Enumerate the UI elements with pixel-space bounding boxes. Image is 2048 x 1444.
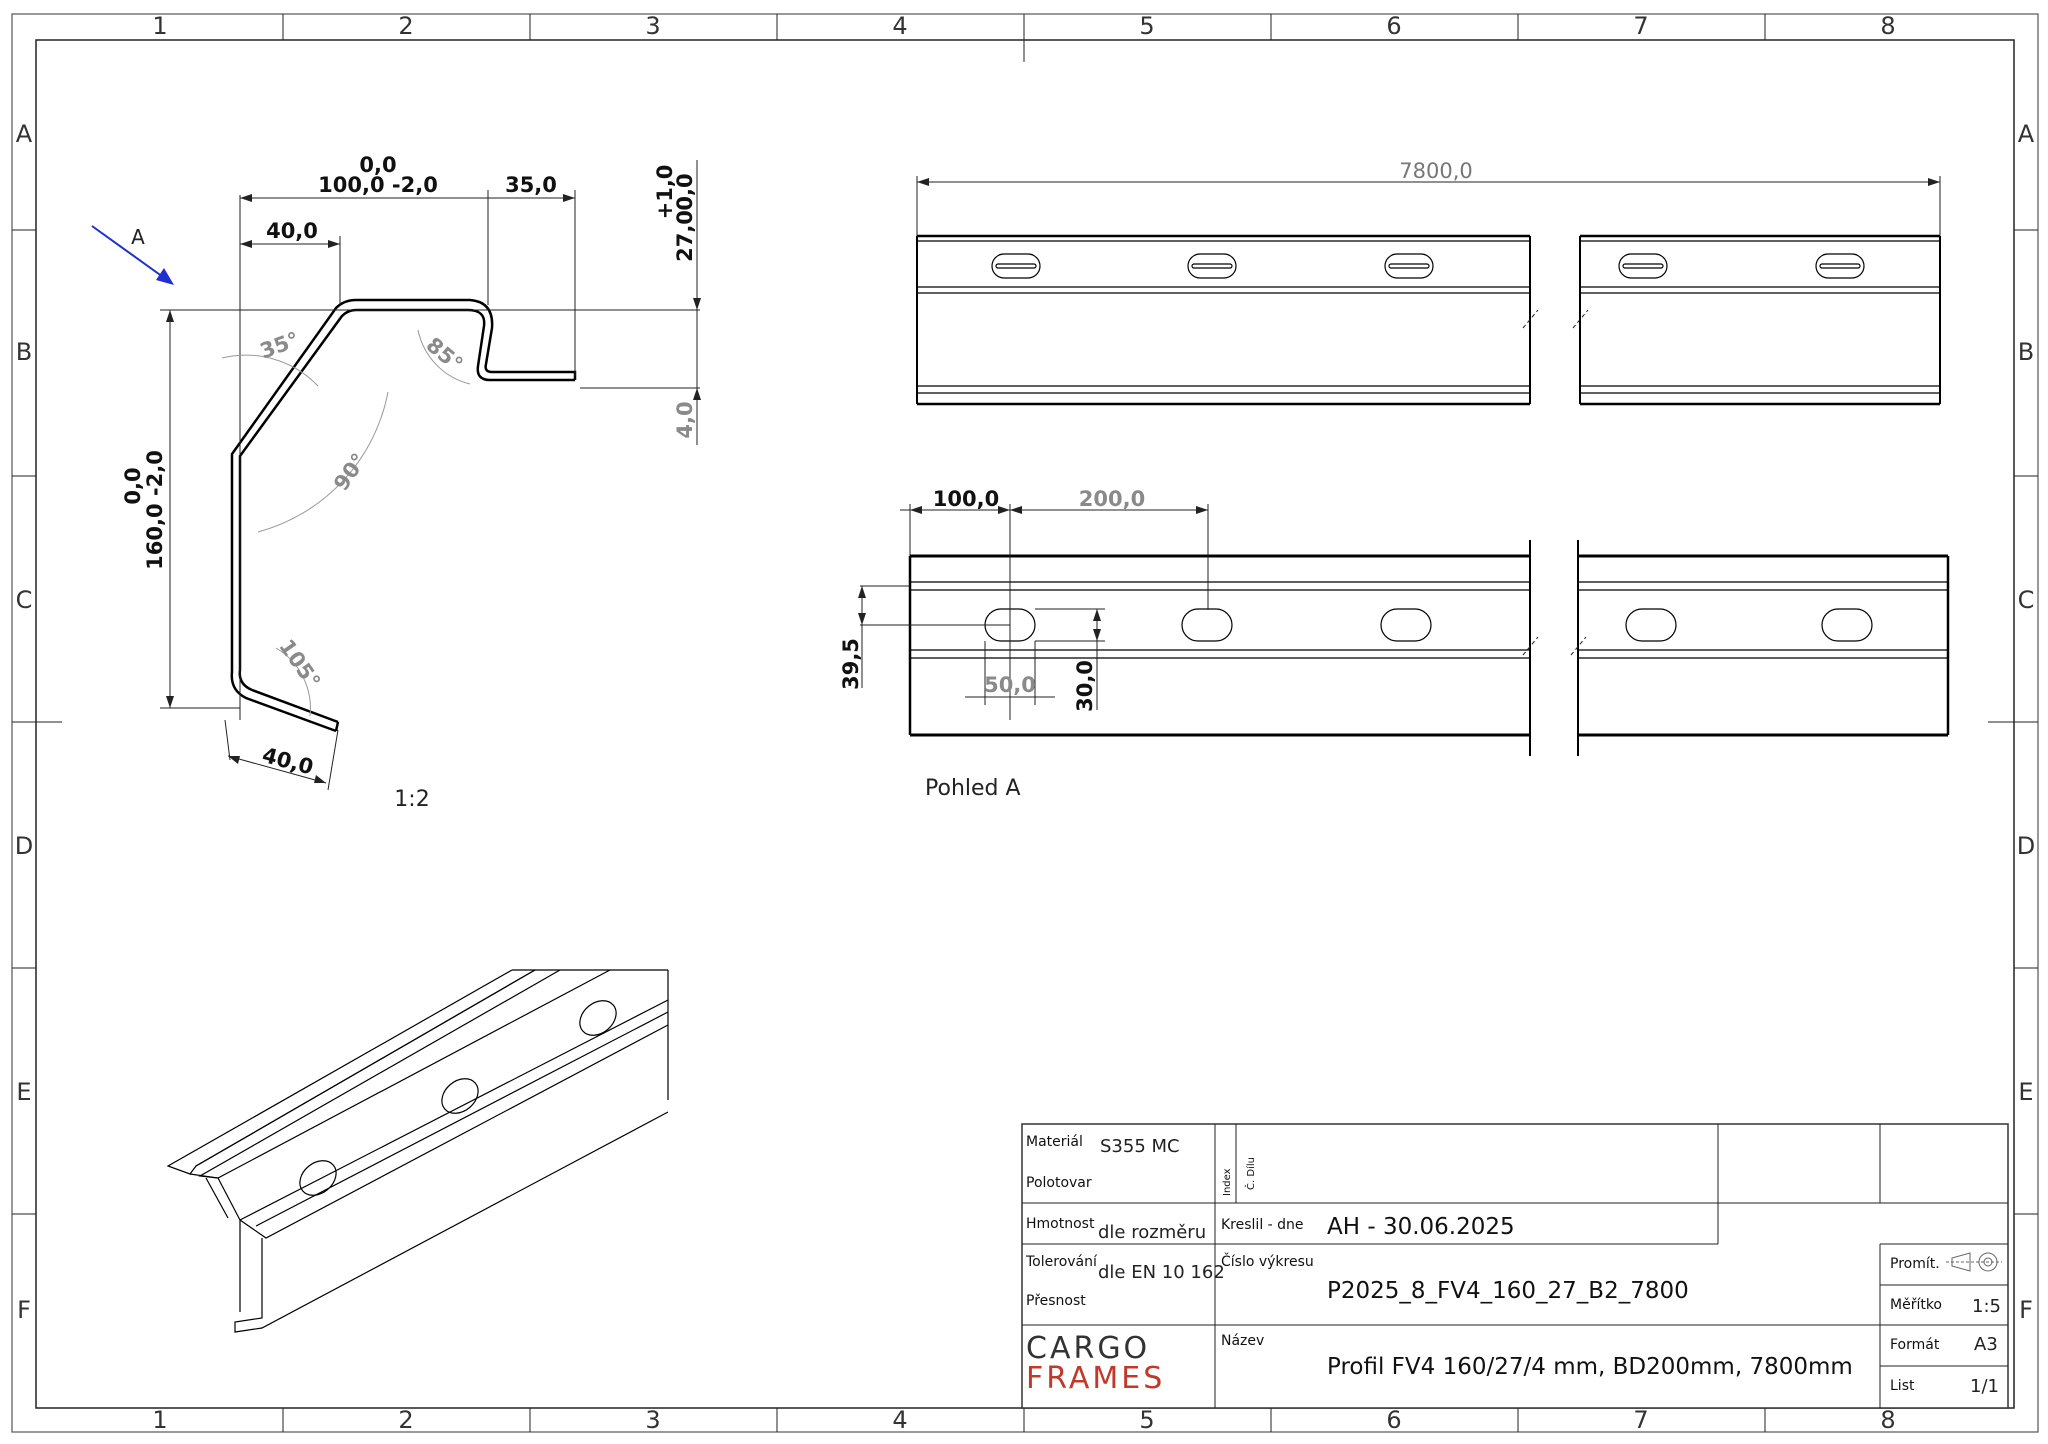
zone-col-7-bottom: 7 [1633,1406,1648,1434]
dim-top-flange: 40,0 [266,219,318,243]
top-view-slots [991,253,1865,279]
zone-row-d: D [15,832,33,860]
drawn-by-label: Kreslil - dne [1221,1217,1304,1233]
view-arrow-icon [91,225,171,283]
dim-right-tolerance-lower: 0,0 [673,173,697,210]
dim-bottom-flange: 40,0 [260,743,316,780]
scale-label: Měřítko [1890,1297,1942,1313]
index-label: Index [1222,1168,1233,1196]
format-label: Formát [1890,1337,1940,1353]
zone-col-3-bottom: 3 [645,1406,660,1434]
top-view: 7800,0 [916,159,1941,406]
zone-col-6-bottom: 6 [1386,1406,1401,1434]
zone-col-7: 7 [1633,12,1648,40]
zone-col-8-bottom: 8 [1880,1406,1895,1434]
slot-hole [1384,253,1434,279]
weight-label: Hmotnost [1026,1216,1095,1232]
weight-value: dle rozměru [1098,1222,1206,1243]
zone-row-f-right: F [2019,1296,2033,1324]
dim-right-thickness: 4,0 [673,401,697,438]
material-label: Materiál [1026,1134,1083,1150]
zone-col-4-bottom: 4 [892,1406,907,1434]
dim-top-lip: 35,0 [505,173,557,197]
zone-row-d-right: D [2017,832,2035,860]
angle-105: 105° [274,635,325,693]
dim-top-total-tolerance: 0,0 [359,153,396,177]
section-scale: 1:2 [394,787,429,812]
dim-slot-length: 50,0 [984,673,1036,697]
view-a: 100,0 200,0 39,5 50,0 30,0 Pohled A [839,487,1950,801]
dim-total-length: 7800,0 [1399,159,1472,183]
slot-hole [1625,608,1677,642]
drawing-number-label: Číslo výkresu [1221,1252,1314,1270]
semi-finished-label: Polotovar [1026,1175,1092,1191]
zone-col-3: 3 [645,12,660,40]
tolerance-value: dle EN 10 162 [1098,1262,1225,1283]
angle-35: 35° [257,327,303,363]
name-value: Profil FV4 160/27/4 mm, BD200mm, 7800mm [1327,1354,1853,1380]
drawing-number-value: P2025_8_FV4_160_27_B2_7800 [1327,1278,1689,1304]
slot-hole [991,253,1041,279]
zone-row-b-right: B [2018,338,2034,366]
dim-slot-width: 30,0 [1073,660,1097,712]
zone-col-1: 1 [152,12,167,40]
zone-col-4: 4 [892,12,907,40]
zone-col-2: 2 [398,12,413,40]
zone-col-6: 6 [1386,12,1401,40]
dim-hole-height-position: 39,5 [839,638,863,690]
iso-slot-hole [579,1000,617,1036]
zone-row-f: F [17,1296,31,1324]
sheet-label: List [1890,1378,1915,1394]
slot-hole [1618,253,1668,279]
zone-col-5-bottom: 5 [1139,1406,1154,1434]
zone-col-2-bottom: 2 [398,1406,413,1434]
precision-label: Přesnost [1026,1293,1086,1309]
zone-row-a-right: A [2018,120,2035,148]
drawn-by-value: AH - 30.06.2025 [1327,1214,1515,1240]
zone-col-1-bottom: 1 [152,1406,167,1434]
dim-top-total: 100,0 -2,0 [318,173,438,197]
angle-85: 85° [422,333,468,377]
company-logo-line1: CARGO [1026,1331,1150,1366]
iso-slot-hole [299,1160,337,1196]
slot-hole [1815,253,1865,279]
part-number-label: Č. Dílu [1244,1157,1257,1190]
format-value: A3 [1974,1334,1998,1355]
tolerance-label: Tolerování [1025,1254,1098,1270]
isometric-view [160,969,670,1350]
dim-left-tolerance: 0,0 [121,467,145,504]
cross-section-view: A 0,0 100,0 -2,0 35,0 40,0 [91,153,701,812]
slot-hole [1821,608,1873,642]
profile-inner-line [230,298,577,733]
title-block: Materiál S355 MC Polotovar Index Č. Dílu… [1021,1123,2009,1409]
zone-row-a: A [16,120,33,148]
zone-row-c: C [16,586,33,614]
projection-label: Promít. [1890,1256,1940,1272]
zone-row-e: E [16,1078,31,1106]
zone-col-8: 8 [1880,12,1895,40]
iso-slot-hole [441,1078,479,1114]
dim-first-hole-offset: 100,0 [933,487,999,511]
zone-col-5: 5 [1139,12,1154,40]
view-arrow-label: A [131,225,145,249]
slot-hole [1380,608,1432,642]
scale-value: 1:5 [1972,1296,2001,1317]
company-logo-line2: FRAMES [1026,1361,1165,1396]
view-a-slots [984,608,1873,642]
slot-hole [1181,608,1233,642]
projection-symbol-icon [1946,1252,2002,1272]
slot-hole [1187,253,1237,279]
dim-left-height: 160,0 -2,0 [143,450,167,570]
view-a-caption: Pohled A [925,776,1021,801]
dim-hole-pitch: 200,0 [1079,487,1145,511]
name-label: Název [1221,1333,1264,1349]
dim-right-tolerance-upper: +1,0 [653,165,677,220]
zone-row-b: B [16,338,32,366]
zone-row-e-right: E [2018,1078,2033,1106]
zone-row-c-right: C [2018,586,2035,614]
material-value: S355 MC [1100,1136,1180,1157]
dim-right-depth: 27,0 [673,210,697,262]
sheet-value: 1/1 [1970,1376,1999,1397]
